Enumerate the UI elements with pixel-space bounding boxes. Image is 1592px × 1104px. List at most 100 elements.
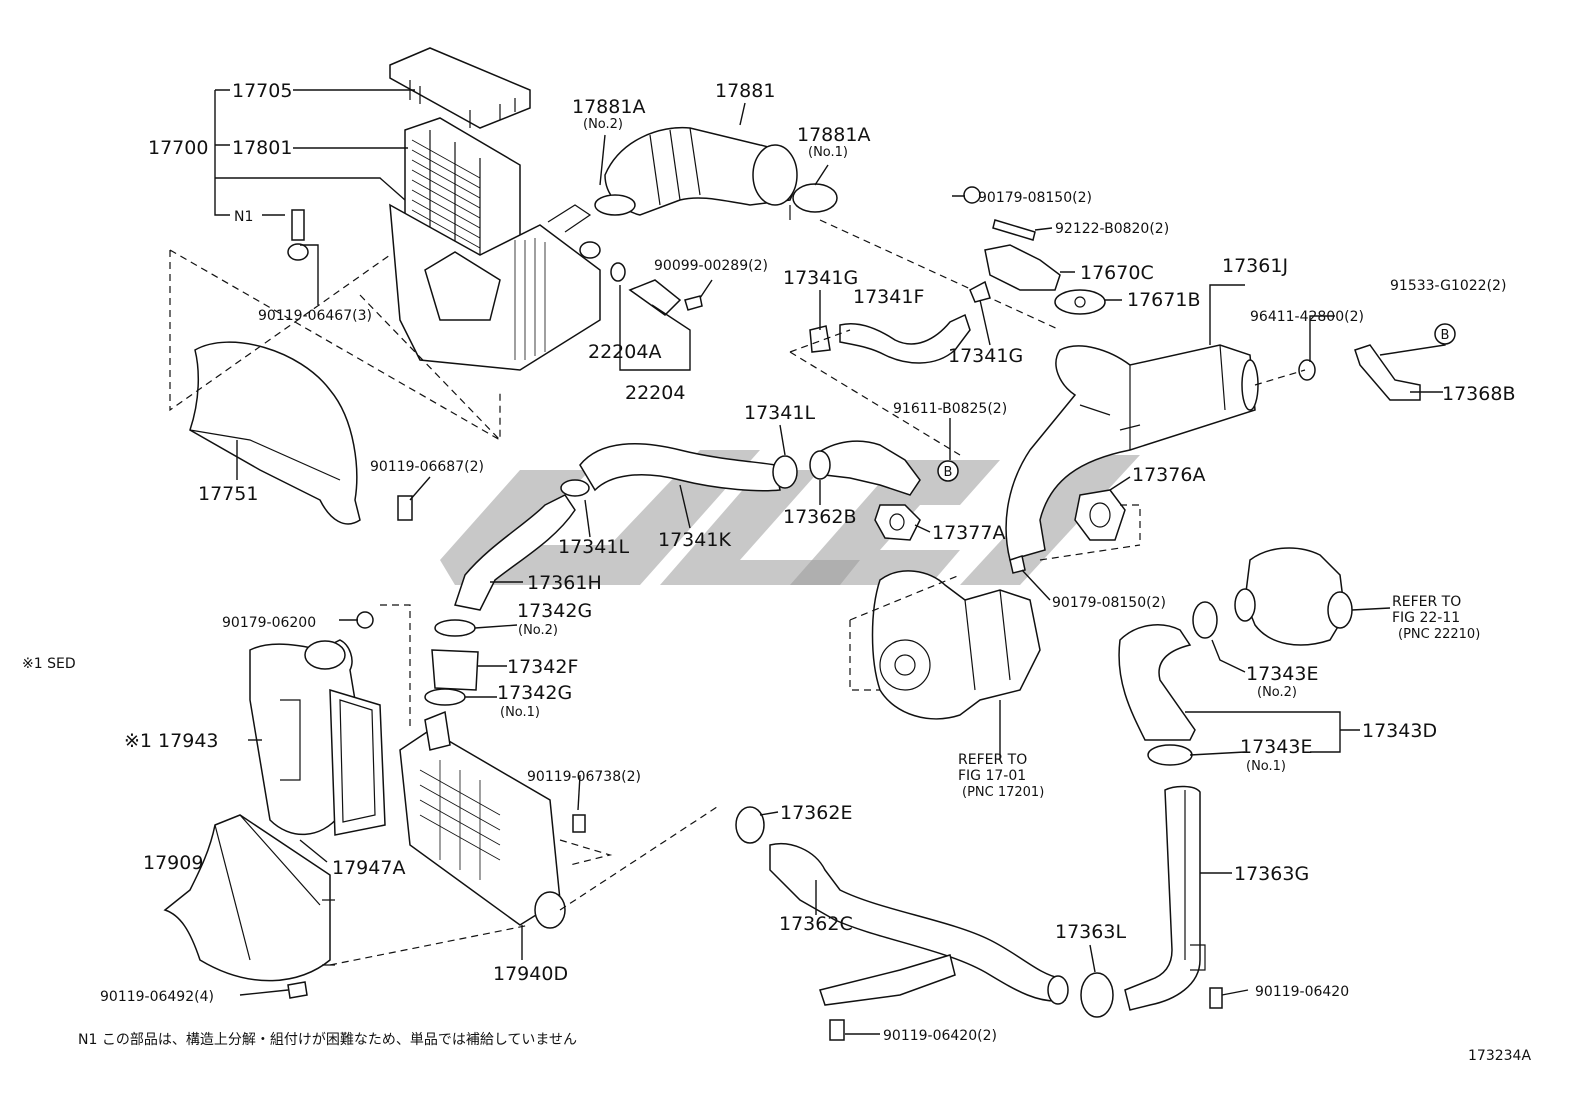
bolt-90119-06687[interactable]	[397, 495, 413, 521]
hose-17341K[interactable]	[579, 443, 781, 492]
label-17363L[interactable]: 17363L	[1055, 921, 1126, 943]
label-17881A-no1[interactable]: 17881A	[797, 124, 870, 146]
label-90119-06687[interactable]: 90119-06687(2)	[370, 459, 484, 475]
label-17341L-b[interactable]: 17341L	[558, 536, 629, 558]
label-17947A[interactable]: 17947A	[332, 857, 405, 879]
label-17705[interactable]: 17705	[232, 80, 292, 102]
label-refer-1701-b[interactable]: FIG 17-01	[958, 768, 1026, 784]
gasket-17376A[interactable]	[1074, 489, 1126, 541]
label-22204[interactable]: 22204	[625, 382, 685, 404]
air-hose-17881[interactable]	[604, 126, 798, 216]
label-17343E-no2[interactable]: 17343E	[1246, 663, 1318, 685]
label-17368B[interactable]: 17368B	[1442, 383, 1515, 405]
label-17341G-b[interactable]: 17341G	[948, 345, 1023, 367]
screw-90099-00289[interactable]	[684, 295, 703, 311]
intake-pipe-17361J[interactable]	[1005, 344, 1259, 561]
label-17361H[interactable]: 17361H	[527, 572, 602, 594]
label-90179-08150-mid[interactable]: 90179-08150(2)	[1052, 595, 1166, 611]
label-17361J[interactable]: 17361J	[1222, 255, 1288, 277]
label-17881[interactable]: 17881	[715, 80, 775, 102]
hose-clamp-17881A-no1[interactable]	[789, 183, 838, 220]
stud-92122-B0820[interactable]	[992, 219, 1036, 241]
label-17342F[interactable]: 17342F	[507, 656, 578, 678]
hose-17343D[interactable]	[1118, 624, 1196, 741]
bolt-90119-06467[interactable]	[287, 209, 309, 261]
label-90119-06420-b[interactable]: 90119-06420(2)	[883, 1028, 997, 1044]
clamp-17362E[interactable]	[735, 806, 765, 844]
label-17671B[interactable]: 17671B	[1127, 289, 1200, 311]
label-17940D[interactable]: 17940D	[493, 963, 568, 985]
label-22204A[interactable]: 22204A	[588, 341, 661, 363]
intercooler-17940D[interactable]	[399, 710, 566, 929]
label-17700[interactable]: 17700	[148, 137, 208, 159]
pipe-17363G[interactable]	[1124, 785, 1206, 1011]
gasket-17377A[interactable]	[874, 504, 921, 541]
label-90119-06467[interactable]: 90119-06467(3)	[258, 308, 372, 324]
label-90119-06738[interactable]: 90119-06738(2)	[527, 769, 641, 785]
bolt-90119-06738[interactable]	[572, 814, 586, 833]
air-flow-meter-22204[interactable]	[579, 241, 682, 316]
clamp-17342G-no2[interactable]	[434, 619, 476, 637]
bolt-90119-06420-b[interactable]	[829, 1019, 845, 1041]
label-17343E-no1[interactable]: 17343E	[1240, 736, 1312, 758]
label-17341G-a[interactable]: 17341G	[783, 267, 858, 289]
label-17751[interactable]: 17751	[198, 483, 258, 505]
label-90179-06200[interactable]: 90179-06200	[222, 615, 316, 631]
label-17362B[interactable]: 17362B	[783, 506, 856, 528]
label-90099-00289[interactable]: 90099-00289(2)	[654, 258, 768, 274]
bolt-90119-06420-r[interactable]	[1209, 987, 1223, 1009]
hose-17342F[interactable]	[431, 649, 479, 691]
clamp-17343E-no1[interactable]	[1147, 744, 1193, 766]
label-17362E[interactable]: 17362E	[780, 802, 852, 824]
shroud-17909[interactable]	[163, 814, 335, 982]
label-17341L-a[interactable]: 17341L	[744, 402, 815, 424]
water-outlet-ref-22210[interactable]	[1234, 547, 1353, 646]
seal-17947A[interactable]	[329, 688, 386, 836]
label-17341F[interactable]: 17341F	[853, 286, 924, 308]
label-17342G-no2[interactable]: 17342G	[517, 600, 592, 622]
nut-90179-08150-mid[interactable]	[1009, 555, 1026, 574]
label-17670C[interactable]: 17670C	[1080, 262, 1154, 284]
gasket-17671B[interactable]	[1054, 289, 1106, 315]
label-refer-2211-b[interactable]: FIG 22-11	[1392, 610, 1460, 626]
pipe-17361H[interactable]	[454, 494, 576, 611]
air-cleaner-cover-17705[interactable]	[389, 47, 531, 129]
air-cleaner-inlet-17751[interactable]	[189, 341, 361, 525]
label-92122-B0820[interactable]: 92122-B0820(2)	[1055, 221, 1169, 237]
nut-90179-06200[interactable]	[356, 611, 374, 629]
duct-17943[interactable]	[249, 639, 356, 836]
clamp-17341L-b[interactable]	[560, 479, 590, 497]
label-90119-06420-r[interactable]: 90119-06420	[1255, 984, 1349, 1000]
label-17909[interactable]: 17909	[143, 852, 203, 874]
label-17881A-no2[interactable]: 17881A	[572, 96, 645, 118]
label-17362C[interactable]: 17362C	[779, 913, 853, 935]
nut-90179-08150-top[interactable]	[963, 186, 981, 204]
label-17801[interactable]: 17801	[232, 137, 292, 159]
label-90119-06492[interactable]: 90119-06492(4)	[100, 989, 214, 1005]
label-17363G[interactable]: 17363G	[1234, 863, 1309, 885]
label-17377A[interactable]: 17377A	[932, 522, 1005, 544]
valve-17670C[interactable]	[969, 244, 1061, 303]
label-17943[interactable]: ※1 17943	[124, 730, 219, 752]
air-cleaner-case[interactable]	[389, 203, 601, 371]
label-91611-B0825[interactable]: 91611-B0825(2)	[893, 401, 1007, 417]
bolt-90119-06492[interactable]	[287, 981, 308, 999]
clamp-17342G-no1[interactable]	[424, 688, 466, 706]
plug-96411-42800[interactable]	[1298, 359, 1316, 381]
label-17376A[interactable]: 17376A	[1132, 464, 1205, 486]
clamp-17363L[interactable]	[1080, 972, 1114, 1018]
clamp-17343E-no2[interactable]	[1192, 601, 1218, 639]
label-17341K[interactable]: 17341K	[658, 529, 731, 551]
label-90179-08150-top[interactable]: 90179-08150(2)	[978, 190, 1092, 206]
hose-clamp-17881A-no2[interactable]	[594, 194, 636, 216]
label-17343D[interactable]: 17343D	[1362, 720, 1437, 742]
hose-17341F[interactable]	[839, 313, 971, 364]
bracket-lower[interactable]	[819, 954, 956, 1006]
label-17342G-no1[interactable]: 17342G	[497, 682, 572, 704]
clamp-17341L-a[interactable]	[772, 455, 798, 489]
pipe-17362B[interactable]	[809, 440, 921, 496]
turbocharger[interactable]	[871, 570, 1041, 720]
hose-17362C[interactable]	[769, 843, 1069, 1005]
label-91533-G1022[interactable]: 91533-G1022(2)	[1390, 278, 1506, 294]
label-96411-42800[interactable]: 96411-42800(2)	[1250, 309, 1364, 325]
